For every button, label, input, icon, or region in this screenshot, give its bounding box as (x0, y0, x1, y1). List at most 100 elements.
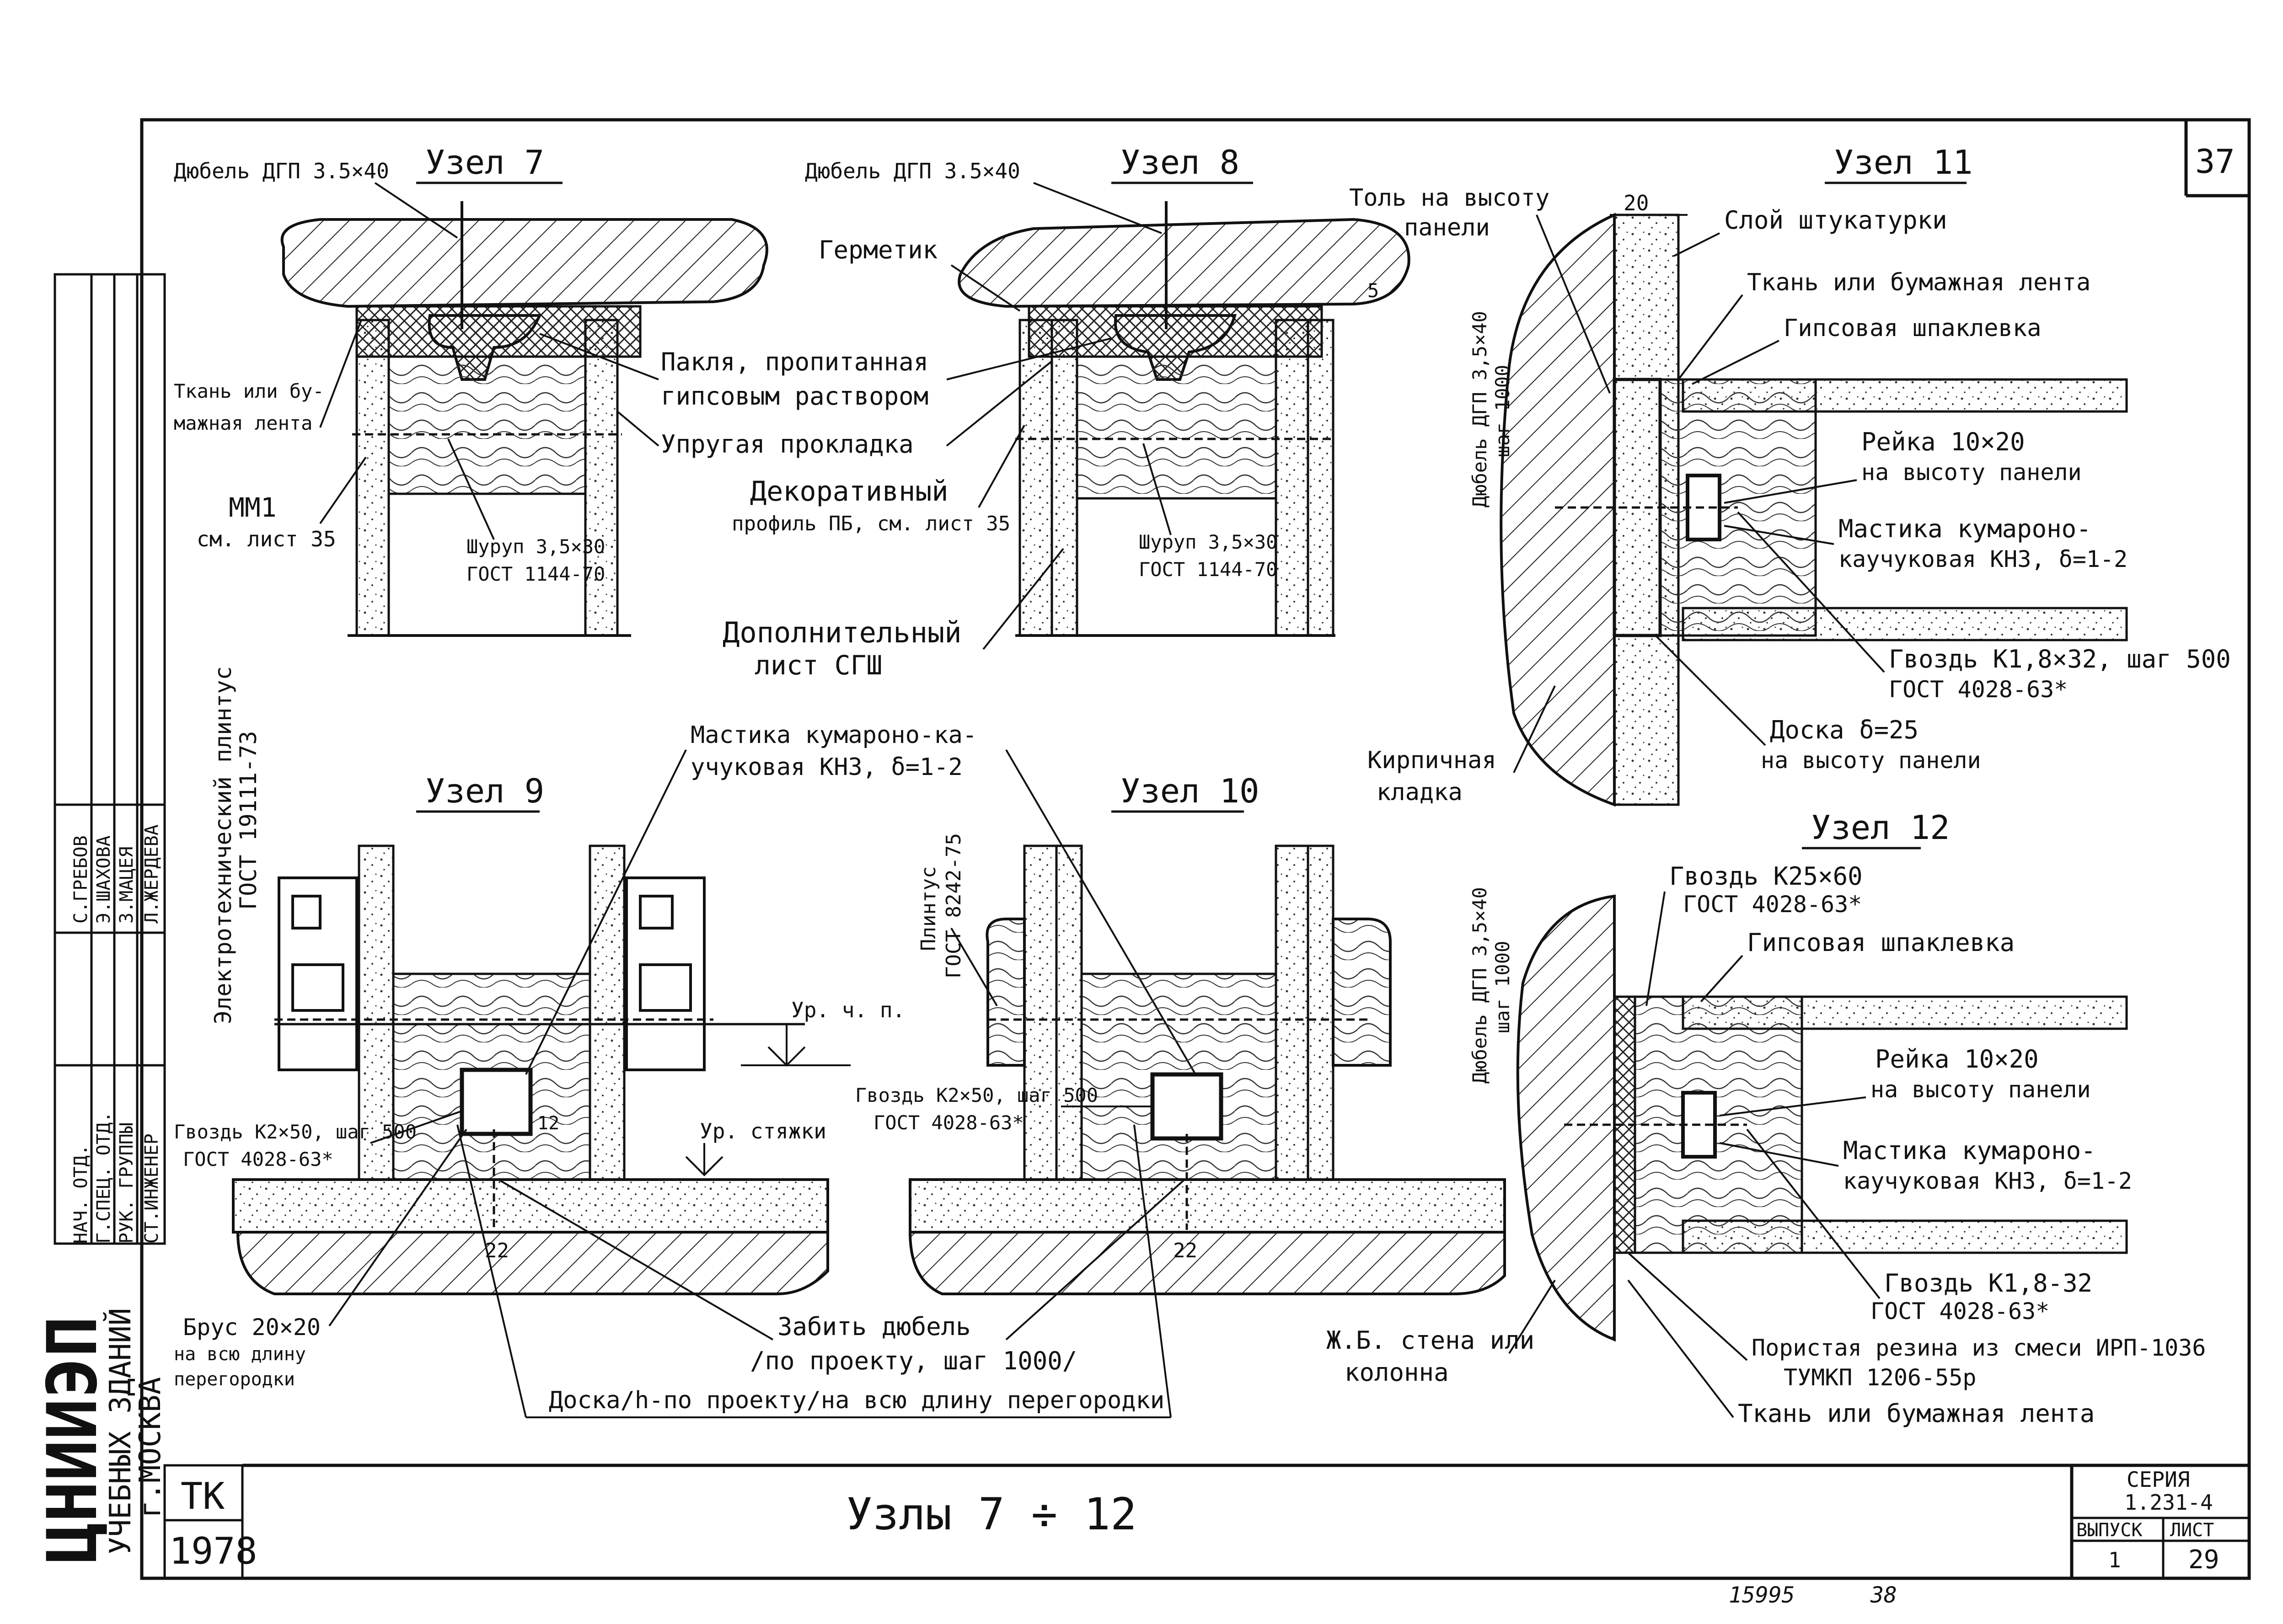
node9-slab (236, 1231, 829, 1295)
node8-tow-label-2: гипсовым раствором (661, 382, 928, 411)
node12-nail-top-label-2: ГОСТ 4028-63* (1683, 891, 1862, 918)
node8-screw-leader (1142, 443, 1172, 535)
name-3: З.МАЦЕЯ (116, 846, 137, 924)
signature-names: С.ГРЕБОВ Э.ШАХОВА З.МАЦЕЯ Л.ЖЕРДЕВА (70, 824, 162, 924)
node8-sealant-leader (950, 264, 1021, 312)
node12-nail-bottom-label-2: ГОСТ 4028-63* (1870, 1298, 2049, 1325)
node12-drawing (1516, 894, 2128, 1342)
name-1: С.ГРЕБОВ (70, 835, 91, 924)
node9-nail-label-2: ГОСТ 4028-63* (183, 1148, 333, 1170)
node12-nail-top-label-1: Гвоздь К25×60 (1669, 862, 1863, 891)
organization-block: ЦНИИЭП УЧЕБНЫХ ЗДАНИЙ г.МОСКВА (33, 1308, 167, 1564)
node9-nail-label-1: Гвоздь К2×50, шаг 500 (174, 1121, 417, 1143)
sheet-frame (140, 118, 2251, 1580)
node12-mastic-leader (1719, 1142, 1839, 1167)
node10-nail-label-1: Гвоздь К2×50, шаг 500 (855, 1084, 1098, 1106)
node9-drawing (232, 844, 829, 1295)
node8-tow-leader-right (946, 337, 1112, 380)
node11-dowel-label-2: шаг 1000 (1491, 365, 1514, 457)
node9-dim12: 12 (537, 1113, 559, 1134)
node7-dowel-leader (374, 182, 458, 239)
drive-dowel-label-1: Забить дюбель (777, 1312, 971, 1341)
node11-fabric-leader (1677, 294, 1743, 380)
node7-screw-std: ГОСТ 1144-70 (466, 563, 605, 585)
node9-mastic-label-2: учуковая КН3, δ=1-2 (691, 753, 963, 781)
node12-wall-label-1: Ж.Б. стена или (1326, 1326, 1534, 1355)
node11-dim: 20 (1624, 191, 1649, 215)
node7-title: Узел 7 (425, 143, 544, 182)
node11-plaster-leader (1673, 232, 1720, 257)
node10-slab (908, 1231, 1506, 1295)
node11-mastic-label-2: каучуковая КН3, δ=1-2 (1838, 546, 2128, 572)
node12-rubber-label-2: ТУМКП 1206-55р (1784, 1364, 1976, 1391)
node10-title: Узел 10 (1120, 772, 1259, 810)
node12-title: Узел 12 (1811, 808, 1950, 847)
archive-page: 38 (1870, 1582, 1897, 1608)
node12-putty-label: Гипсовая шпаклевка (1747, 928, 2015, 957)
node10-skirting-right (1332, 918, 1392, 1067)
node7-fabric-label-2: мажная лента (174, 412, 312, 434)
node11-batten-label-2: на высоту панели (1861, 459, 2082, 486)
node9-mastic-label-1: Мастика кумароно-ка- (691, 721, 977, 749)
signature-roles: НАЧ. ОТД. Г.СПЕЦ. ОТД. РУК. ГРУППЫ СТ.ИН… (70, 1111, 162, 1244)
organization-line3: г.МОСКВА (134, 1377, 167, 1518)
node8-extra-leader (982, 548, 1064, 650)
node10-skirting-leader (950, 927, 998, 1007)
node9-beam (460, 1068, 533, 1136)
sheet-label: ЛИСТ (2170, 1520, 2214, 1541)
node12-panel-bottom (1682, 1219, 2128, 1254)
node7-right-sheet (584, 319, 619, 637)
node12-batten-label-2: на высоту панели (1870, 1076, 2091, 1103)
node8-tow-label-1: Пакля, пропитанная (661, 347, 928, 376)
node12-panel-top (1682, 995, 2128, 1030)
drive-dowel-leader-left (498, 1179, 774, 1341)
node9-skirting-left (278, 876, 358, 1071)
node12-batten-label-1: Рейка 10×20 (1875, 1045, 2039, 1074)
node11-fabric-label: Ткань или бумажная лента (1747, 269, 2090, 296)
node10-skirting-left (986, 918, 1026, 1067)
node11-putty-label: Гипсовая шпаклевка (1784, 315, 2042, 342)
role-chief-specialist: Г.СПЕЦ. ОТД. (93, 1111, 114, 1244)
node8-extra-label-2: лист СГШ (755, 650, 882, 681)
board-leader-left (456, 1124, 527, 1418)
node11-panel-top (1682, 378, 2128, 413)
node11-mastic-leader (1724, 525, 1834, 545)
node11-roofing-leader (1536, 214, 1611, 394)
node11-putty-leader (1692, 340, 1779, 385)
node11-batten-leader (1724, 479, 1857, 504)
node9-floor-level-marker (767, 1024, 806, 1067)
node8-title: Узел 8 (1120, 143, 1239, 182)
node11-nail-label-2: ГОСТ 4028-63* (1889, 676, 2068, 703)
role-group-lead: РУК. ГРУППЫ (116, 1122, 137, 1244)
signature-block (54, 273, 244, 1580)
node12-dowel-label-2: шаг 1000 (1491, 941, 1514, 1033)
node7-mm1-ref: см. лист 35 (197, 527, 336, 551)
node12-rubber-leader (1627, 1252, 1748, 1361)
archive-number: 15995 (1729, 1582, 1795, 1608)
node12-nail-bottom-label-1: Гвоздь К1,8-32 (1884, 1269, 2092, 1298)
node12-fabric-label: Ткань или бумажная лента (1738, 1399, 2095, 1428)
node11-dowel-label-1: Дюбель ДГП 3,5×40 (1468, 311, 1491, 508)
node7-drawing (280, 201, 768, 637)
node11-batten-label-1: Рейка 10×20 (1861, 427, 2025, 456)
organization-name: ЦНИИЭП (33, 1316, 113, 1564)
issue-value: 1 (2108, 1548, 2121, 1572)
node11-brick-label-1: Кирпичная (1367, 747, 1496, 774)
node7-slab (280, 218, 768, 308)
node9-nail-leader (370, 1110, 462, 1144)
node9-skirting-right (625, 876, 706, 1071)
board-label: Доска/h-по проекту/на всю длину перегоро… (549, 1387, 1164, 1414)
node9-beam-label-1: Брус 20×20 (183, 1314, 321, 1341)
node7-left-sheet (355, 319, 390, 637)
node8-gasket-label: Упругая прокладка (661, 430, 914, 459)
node7-mm1-leader (319, 456, 367, 524)
node8-dowel-leader (1033, 182, 1162, 234)
node10-skirting-label-2: ГОСТ 8242-75 (942, 833, 965, 978)
node8-extra-label-1: Дополнительный (723, 616, 962, 649)
node10-screed (909, 1178, 1506, 1234)
node11-plaster-label: Слой штукатурки (1724, 206, 1947, 235)
node12-nail-top-leader (1645, 891, 1666, 1006)
node12-wall-label-2: колонна (1345, 1358, 1449, 1387)
node7-fabric-label-1: Ткань или бу- (174, 380, 324, 402)
